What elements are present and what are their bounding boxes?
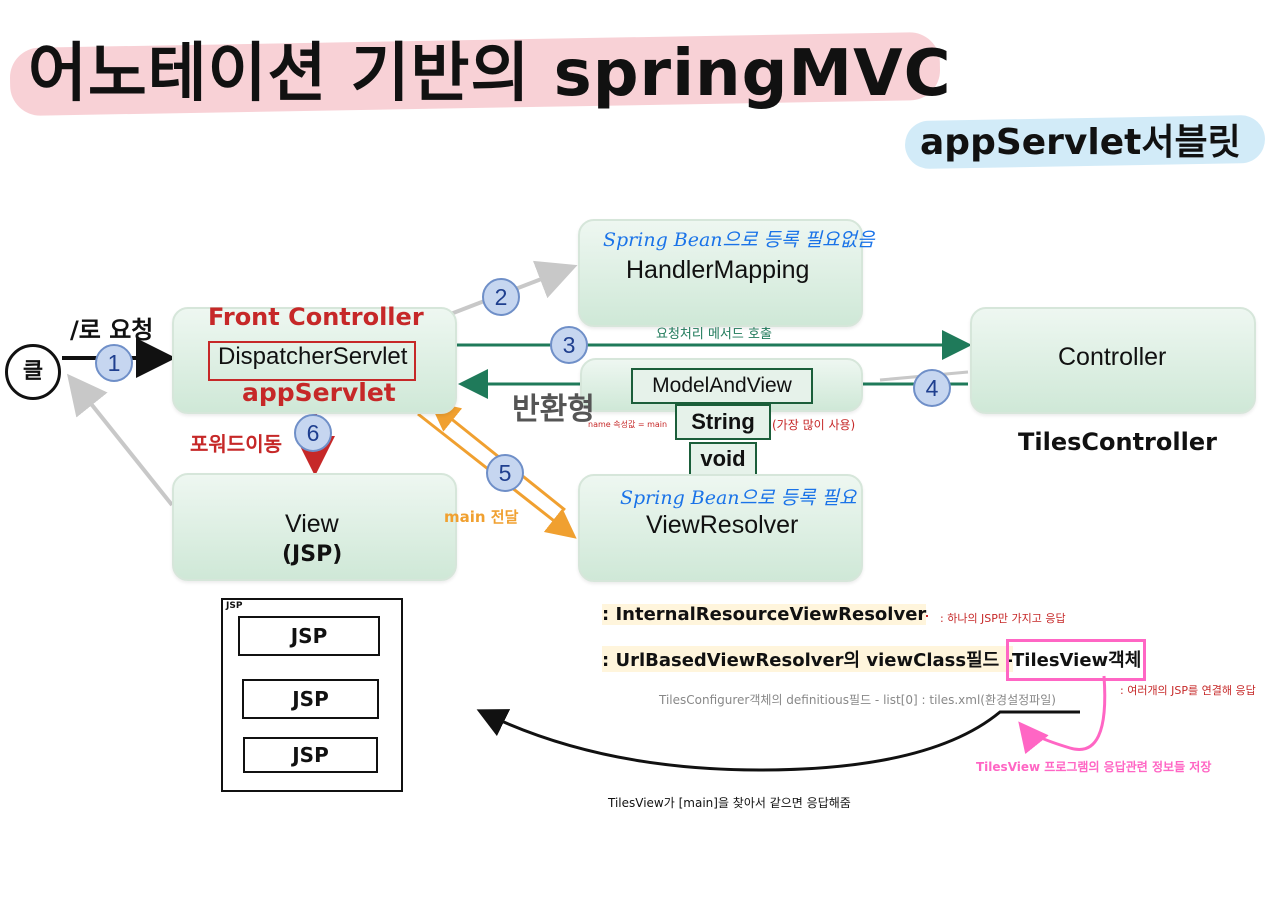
call-note: 요청처리 메서드 호출	[656, 327, 772, 342]
step-badge-2: 2	[482, 278, 520, 316]
string-note: (가장 많이 사용)	[772, 418, 856, 432]
name-note: name 속성값 = main	[588, 420, 668, 429]
url-resolver-text: : UrlBasedViewResolver의 viewClass필드 -	[602, 646, 1013, 672]
view-resolver-box	[578, 474, 863, 582]
page-title: 어노테이션 기반의 springMVC	[28, 37, 952, 111]
jsp-frame	[221, 598, 403, 792]
step-badge-3: 3	[550, 326, 588, 364]
jsp-slot-2: JSP	[242, 679, 379, 719]
view-box	[172, 473, 457, 581]
main-label: main 전달	[444, 508, 519, 526]
front-controller-box	[172, 307, 457, 414]
dispatcher-servlet-box	[208, 341, 416, 381]
jsp-slot-3: JSP	[243, 737, 378, 773]
handler-mapping-box	[578, 219, 863, 327]
view-resolver-note: Spring Bean으로 등록 필요	[620, 487, 857, 509]
tiles-controller-label: TilesController	[1018, 428, 1217, 456]
tiles-view-box	[1006, 639, 1146, 681]
tiles-config-text: TilesConfigurer객체의 definitious필드 - list[…	[659, 693, 1056, 707]
handler-mapping-note: Spring Bean으로 등록 필요없음	[603, 229, 875, 251]
step-badge-6: 6	[294, 414, 332, 452]
front-controller-heading: Front Controller	[208, 303, 424, 331]
controller-label: Controller	[1058, 343, 1167, 371]
return-type-string: String	[675, 404, 771, 440]
handler-mapping-label: HandlerMapping	[626, 256, 810, 284]
arrow-pink-loop	[1018, 675, 1107, 755]
arrow-response	[67, 373, 174, 507]
page-subtitle: appServlet서블릿	[920, 122, 1241, 163]
internal-resolver-note: : 하나의 JSP만 가지고 응답	[940, 612, 1066, 625]
view-label: View	[285, 510, 339, 538]
app-servlet-label: appServlet	[242, 378, 396, 407]
return-type-model-and-view: ModelAndView	[631, 368, 813, 404]
tiles-response-note: TilesView가 [main]을 찾아서 같으면 응답해줌	[608, 796, 851, 810]
client-label: 클	[22, 359, 44, 384]
step-badge-1: 1	[95, 344, 133, 382]
jsp-frame-label: JSP	[226, 601, 243, 611]
arrow-tiles-response	[476, 709, 1080, 772]
view-resolver-label: ViewResolver	[646, 511, 799, 539]
return-type-void: void	[689, 442, 757, 476]
tiles-store-note: TilesView 프로그램의 응답관련 정보들 저장	[976, 760, 1212, 774]
dispatcher-servlet-label: DispatcherServlet	[218, 343, 408, 370]
step-badge-5: 5	[486, 454, 524, 492]
internal-resolver-text: : InternalResourceViewResolver	[602, 604, 927, 625]
forward-label: 포워드이동	[190, 432, 282, 456]
controller-box	[970, 307, 1256, 414]
multi-jsp-note: : 여러개의 JSP를 연결해 응답	[1120, 684, 1256, 697]
return-label: 반환형	[512, 392, 595, 427]
view-sub-label: (JSP)	[282, 542, 343, 567]
client-circle: 클	[5, 344, 61, 400]
jsp-slot-1: JSP	[238, 616, 380, 656]
step-badge-4: 4	[913, 369, 951, 407]
request-label: /로 요청	[70, 316, 154, 344]
tiles-view-label: TilesView객체	[1012, 650, 1142, 671]
